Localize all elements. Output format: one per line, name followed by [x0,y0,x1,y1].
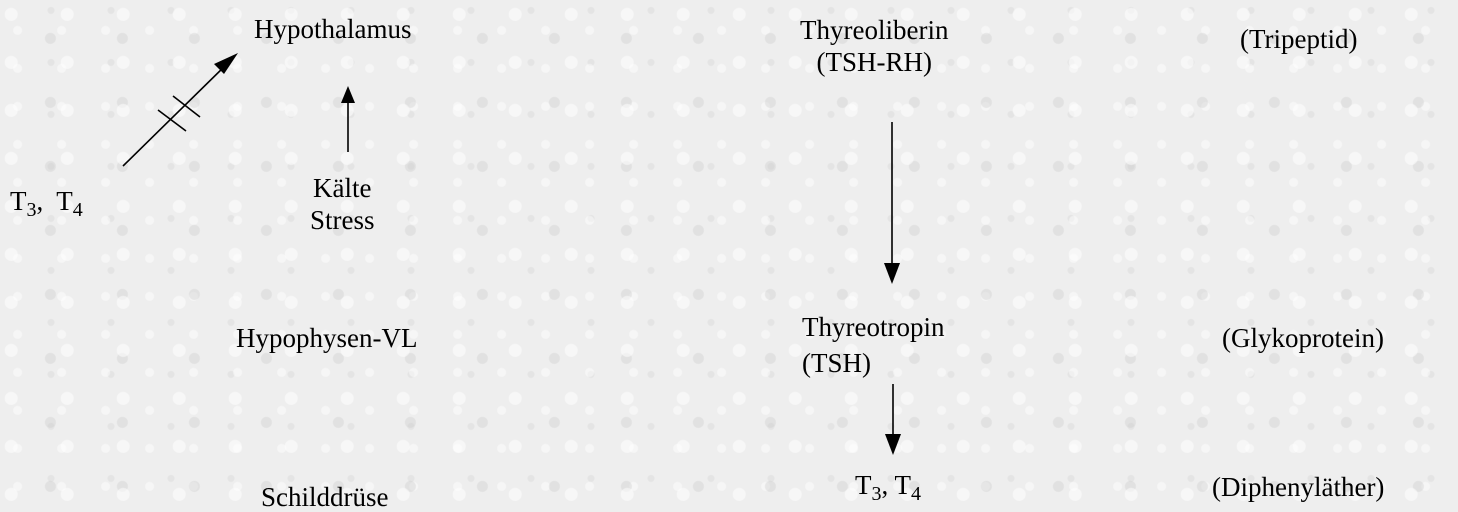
t4-symbol: T [56,186,73,216]
t3-subscript: 3 [871,483,882,505]
t3-symbol: T [10,186,27,216]
t4-symbol: T [894,470,912,500]
hypothalamus-label: Hypothalamus [254,14,412,44]
tsh-abbreviation: (TSH) [802,348,871,378]
trh-to-tsh-arrow [884,122,900,284]
t3-t4-label: T3, T4 [855,470,921,504]
trh-name: Thyreoliberin [800,15,949,45]
stress-label: Stress [310,205,375,235]
t4-subscript: 4 [911,483,922,505]
hormone-separator: , [36,186,44,216]
cold-label: Kälte [313,173,372,203]
tsh-class-label: (Glykoprotein) [1222,323,1384,353]
feedback-inhibition-arrow [122,53,238,167]
hormone-class-label: (Diphenyläther) [1212,472,1385,502]
tsh-block: Thyreotropin (TSH) [802,309,944,381]
trh-class-label: (Tripeptid) [1240,24,1358,54]
trh-block: Thyreoliberin (TSH-RH) [800,14,948,78]
thyroid-label: Schilddrüse [261,482,389,512]
t3-subscript: 3 [26,199,37,221]
trh-abbreviation: (TSH-RH) [816,47,932,77]
hormone-separator: , [881,470,889,500]
stimulus-arrow [341,86,355,152]
t3-symbol: T [855,470,872,500]
stimulus-labels: Kälte Stress [310,172,375,236]
feedback-hormones-label: T3, T4 [10,186,83,220]
pituitary-label: Hypophysen-VL [236,323,418,353]
tsh-to-hormones-arrow [885,384,901,455]
t4-subscript: 4 [72,199,83,221]
tsh-name: Thyreotropin [802,312,945,342]
